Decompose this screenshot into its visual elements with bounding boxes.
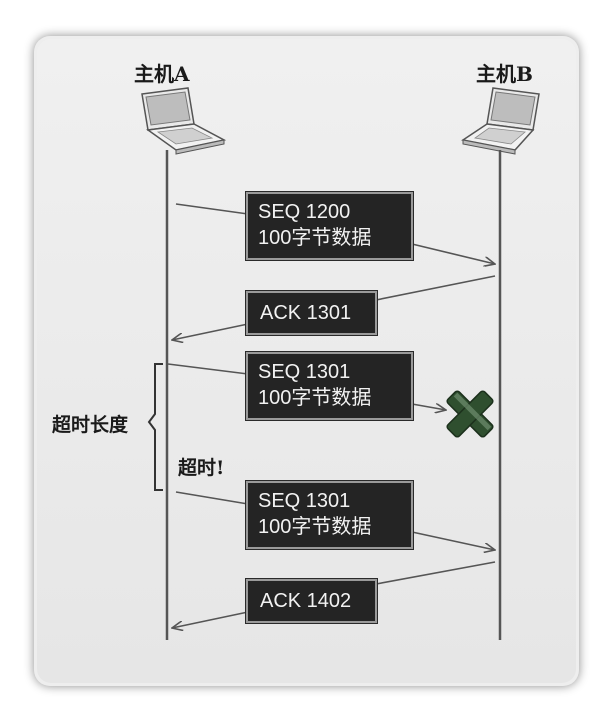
message-arrow-ack-1301-tail bbox=[172, 323, 249, 340]
message-seq-label: SEQ 1301 bbox=[258, 490, 351, 512]
message-seq-label: SEQ 1301 bbox=[258, 361, 351, 383]
message-box-ack-1402: ACK 1402 bbox=[245, 578, 378, 624]
message-arrow-seq-1301-lost-tail bbox=[411, 404, 446, 410]
host-b-label: 主机B bbox=[476, 62, 533, 86]
message-arrow-seq-1301-retry-tail bbox=[411, 531, 495, 550]
message-box-ack-1301: ACK 1301 bbox=[245, 290, 378, 336]
message-arrow-ack-1402 bbox=[375, 561, 496, 585]
message-arrow-seq-1301-lost bbox=[167, 363, 249, 375]
message-arrow-seq-1200 bbox=[175, 203, 249, 215]
timeout-event-label: 超时! bbox=[178, 457, 225, 479]
message-payload-label: 100字节数据 bbox=[258, 516, 372, 538]
x-mark-icon bbox=[446, 390, 494, 438]
message-arrow-ack-1402-tail bbox=[172, 611, 249, 628]
message-arrow-seq-1200-tail bbox=[411, 243, 495, 264]
host-a-label: 主机A bbox=[134, 62, 190, 86]
message-arrow-seq-1301-retry bbox=[175, 491, 249, 505]
message-box-seq-1301-lost: SEQ 1301 100字节数据 bbox=[245, 351, 414, 421]
message-ack-label: ACK 1402 bbox=[260, 590, 352, 612]
message-arrow-ack-1301 bbox=[375, 275, 496, 301]
message-ack-label: ACK 1301 bbox=[260, 302, 352, 324]
message-box-seq-1301-retry: SEQ 1301 100字节数据 bbox=[245, 480, 414, 550]
laptop-icon bbox=[461, 87, 540, 155]
message-seq-label: SEQ 1200 bbox=[258, 201, 351, 223]
message-box-seq-1200: SEQ 1200 100字节数据 bbox=[245, 191, 414, 261]
message-payload-label: 100字节数据 bbox=[258, 387, 372, 409]
timeout-bracket bbox=[147, 363, 163, 491]
laptop-icon bbox=[141, 87, 227, 155]
message-payload-label: 100字节数据 bbox=[258, 227, 372, 249]
timeout-length-label: 超时长度 bbox=[52, 414, 129, 436]
